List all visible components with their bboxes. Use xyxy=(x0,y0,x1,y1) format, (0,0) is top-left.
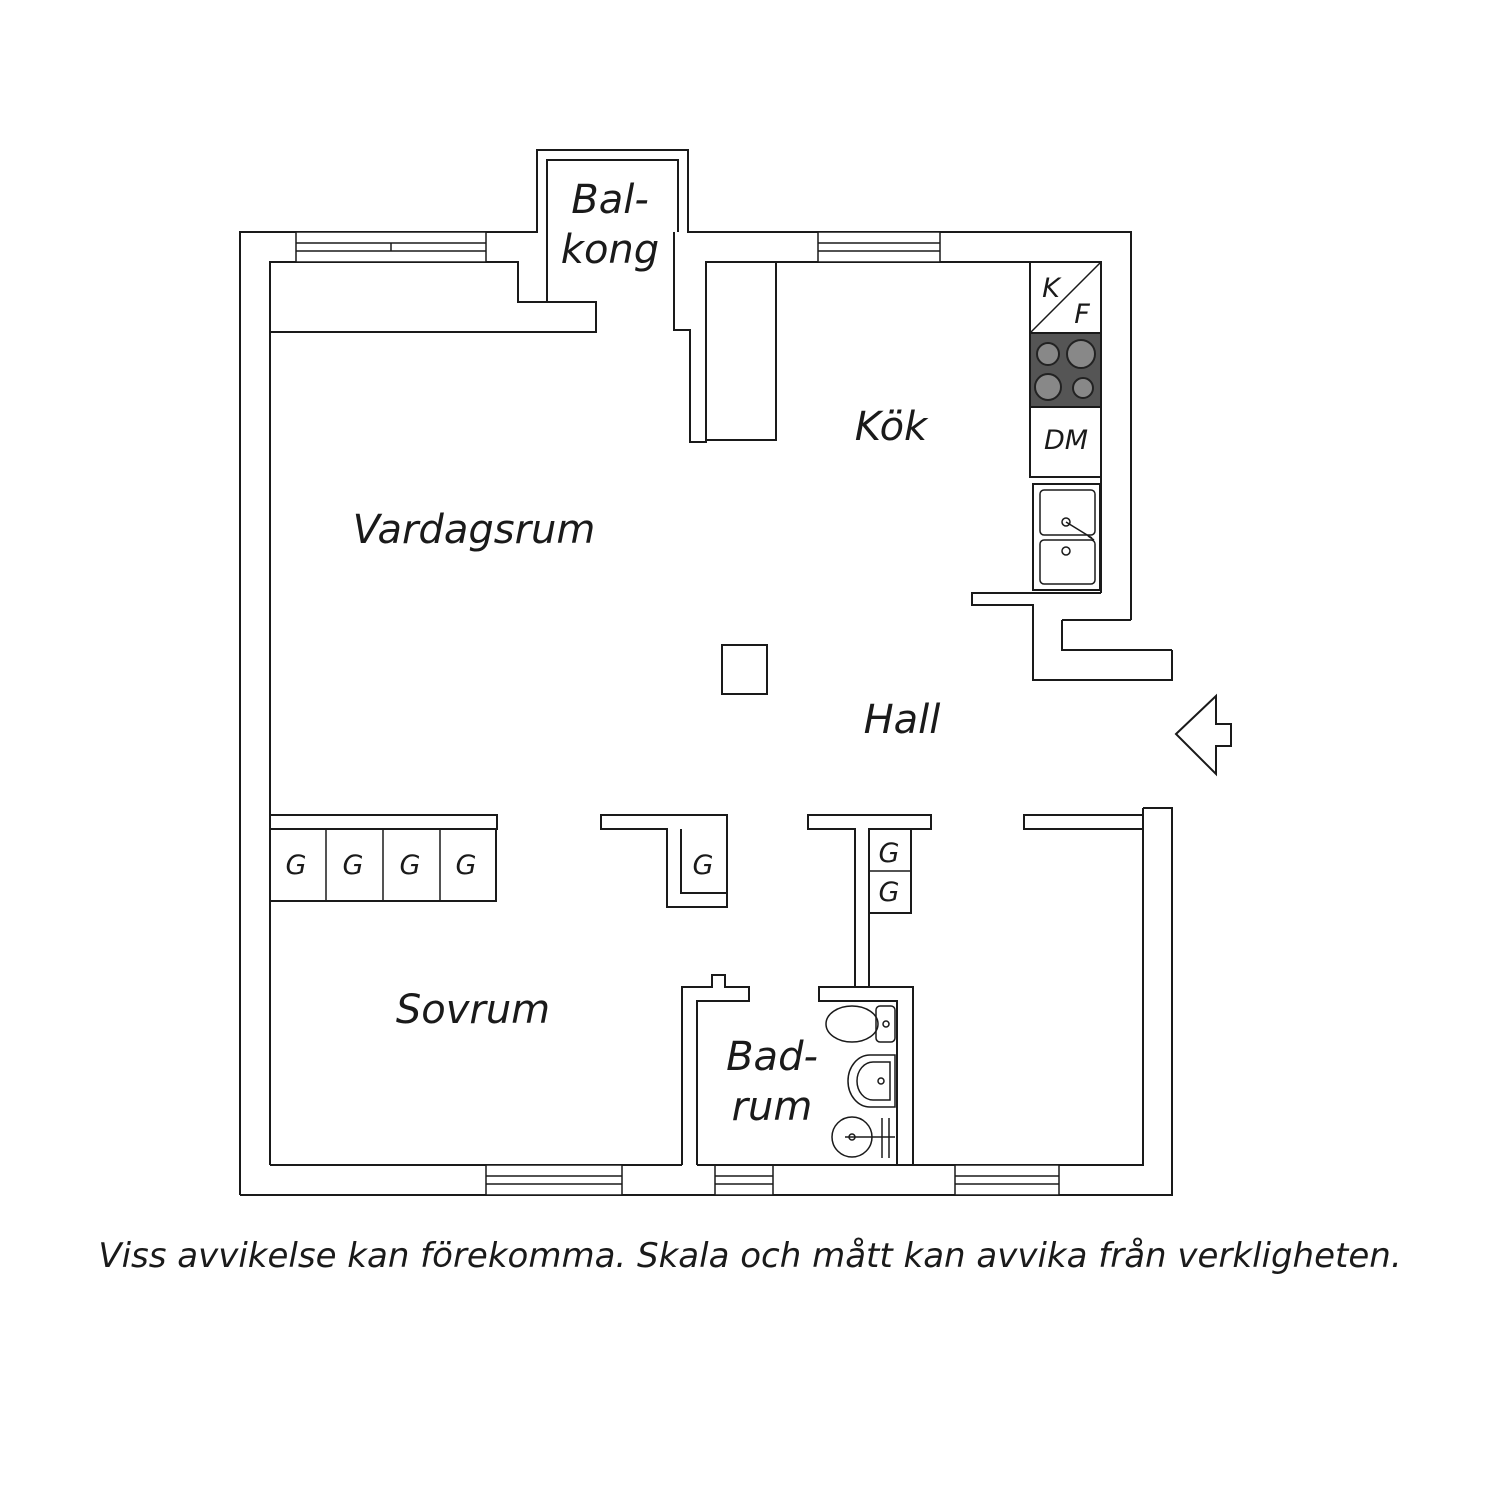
living-room-label: Vardagsrum xyxy=(353,507,596,553)
washbasin-icon xyxy=(847,1054,896,1108)
entrance-arrow-icon xyxy=(1174,693,1232,777)
bedroom-label: Sovrum xyxy=(396,987,550,1033)
wardrobe-label: G xyxy=(693,850,714,881)
wardrobe-label: G xyxy=(286,850,307,881)
wardrobe-label: G xyxy=(400,850,421,881)
fridge-label-f: F xyxy=(1074,299,1090,330)
bathroom-label-line1: Bad- xyxy=(726,1034,818,1080)
interior-walls xyxy=(269,814,1144,1166)
balcony-label-line2: kong xyxy=(561,227,659,273)
outer-walls xyxy=(239,149,1173,1196)
wardrobe-label: G xyxy=(343,850,364,881)
sink-icon xyxy=(1032,483,1101,591)
wardrobe-label: G xyxy=(879,877,900,908)
bathroom-fixtures xyxy=(825,1005,896,1158)
hall-label: Hall xyxy=(864,697,941,743)
bathroom-label-line2: rum xyxy=(732,1084,813,1130)
windows xyxy=(295,231,1060,1196)
shower-icon xyxy=(831,1116,895,1158)
wardrobe-label: G xyxy=(456,850,477,881)
balcony-label-line1: Bal- xyxy=(571,177,649,223)
window-right-room xyxy=(954,1164,1060,1196)
toilet-icon xyxy=(825,1005,896,1043)
window-bedroom xyxy=(485,1164,623,1196)
window-bathroom xyxy=(714,1164,774,1196)
disclaimer-text: Viss avvikelse kan förekomma. Skala och … xyxy=(98,1236,1402,1276)
column xyxy=(721,644,768,695)
wardrobe-label: G xyxy=(879,838,900,869)
fridge-label-k: K xyxy=(1042,273,1062,304)
dishwasher-label: DM xyxy=(1044,425,1088,456)
kitchen-label: Kök xyxy=(855,404,929,450)
kitchen-fittings xyxy=(1029,261,1102,591)
window-kitchen xyxy=(817,231,941,263)
